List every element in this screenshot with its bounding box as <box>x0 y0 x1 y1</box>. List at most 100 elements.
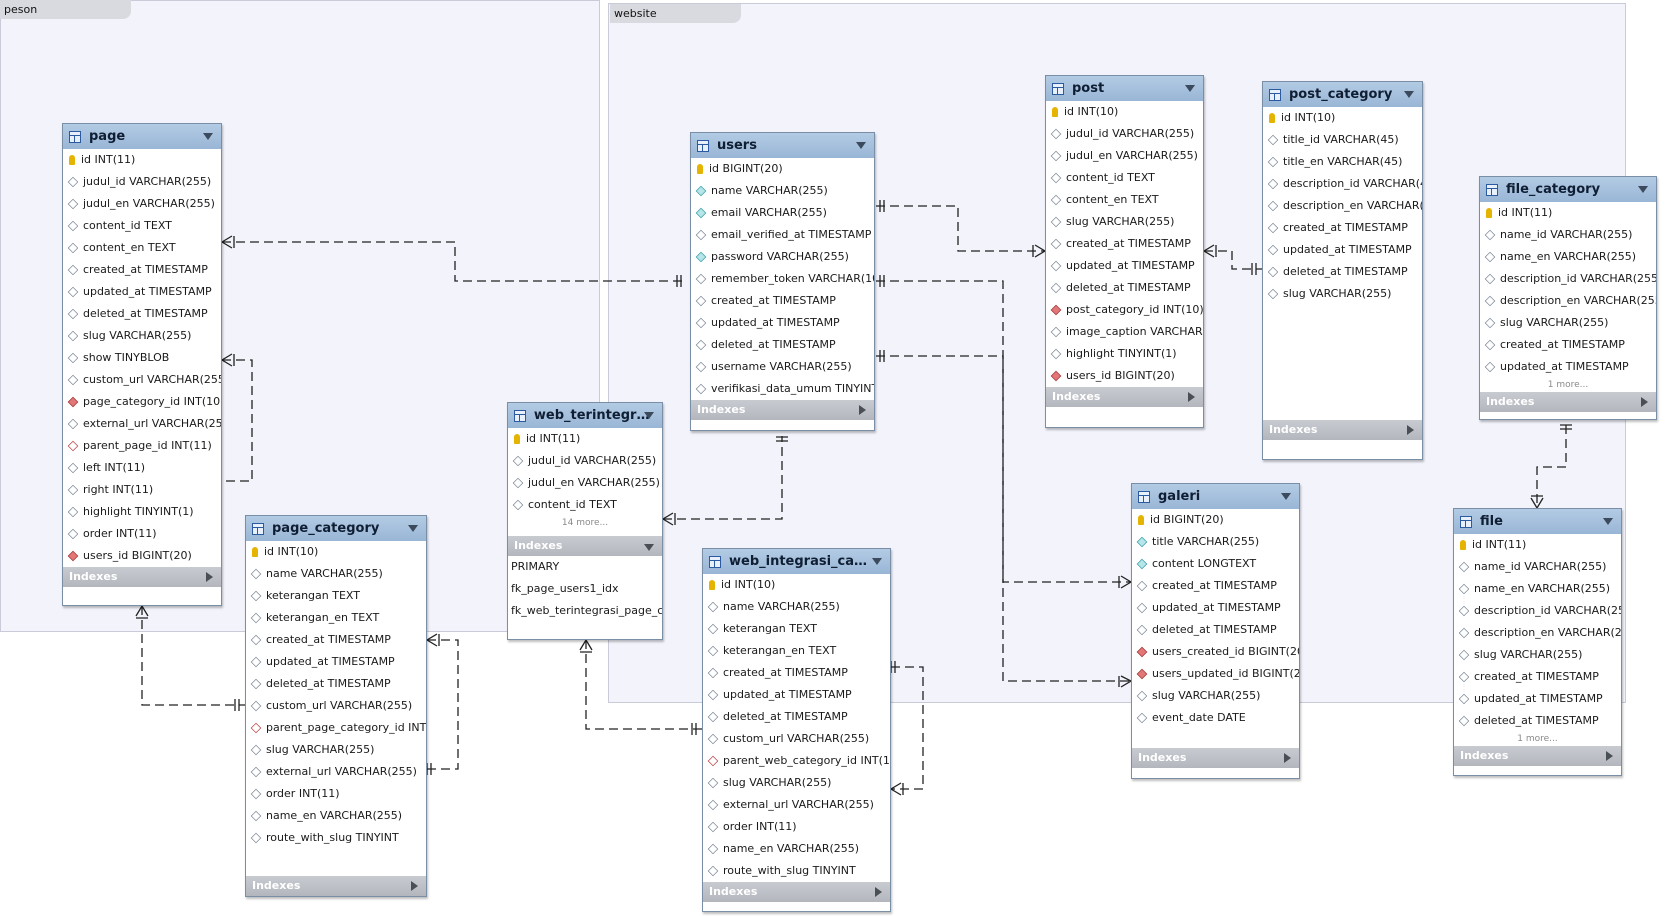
column-row[interactable]: description_en VARCHAR(... <box>1263 195 1422 217</box>
column-row[interactable]: updated_at TIMESTAMP <box>1046 255 1203 277</box>
column-row[interactable]: external_url VARCHAR(255) <box>246 761 426 783</box>
column-row[interactable]: highlight TINYINT(1) <box>1046 343 1203 365</box>
table-header[interactable]: post <box>1046 76 1203 101</box>
column-row[interactable]: slug VARCHAR(255) <box>1480 312 1656 334</box>
column-row[interactable]: custom_url VARCHAR(255) <box>703 728 890 750</box>
column-row[interactable]: highlight TINYINT(1) <box>63 501 221 523</box>
column-row[interactable]: slug VARCHAR(255) <box>246 739 426 761</box>
column-row[interactable]: order INT(11) <box>63 523 221 545</box>
column-row[interactable]: judul_en VARCHAR(255) <box>508 472 662 494</box>
column-row[interactable]: name VARCHAR(255) <box>691 180 874 202</box>
indexes-bar[interactable]: Indexes <box>703 882 890 902</box>
column-row[interactable]: content_en TEXT <box>63 237 221 259</box>
column-row[interactable]: route_with_slug TINYINT <box>246 827 426 849</box>
collapse-arrow-icon[interactable] <box>1638 186 1648 193</box>
column-row[interactable]: id INT(11) <box>1454 534 1621 556</box>
column-row[interactable]: description_id VARCHAR(45) <box>1263 173 1422 195</box>
table-users[interactable]: users id BIGINT(20)name VARCHAR(255)emai… <box>690 132 875 431</box>
column-row[interactable]: id INT(10) <box>246 541 426 563</box>
column-row[interactable]: email VARCHAR(255) <box>691 202 874 224</box>
table-header[interactable]: page_category <box>246 516 426 541</box>
column-row[interactable]: show TINYBLOB <box>63 347 221 369</box>
column-row[interactable]: username VARCHAR(255) <box>691 356 874 378</box>
column-row[interactable]: remember_token VARCHAR(100) <box>691 268 874 290</box>
column-row[interactable]: updated_at TIMESTAMP <box>63 281 221 303</box>
column-row[interactable]: created_at TIMESTAMP <box>63 259 221 281</box>
column-row[interactable]: id BIGINT(20) <box>691 158 874 180</box>
column-row[interactable]: order INT(11) <box>246 783 426 805</box>
column-row[interactable]: deleted_at TIMESTAMP <box>1454 710 1621 732</box>
column-row[interactable]: deleted_at TIMESTAMP <box>63 303 221 325</box>
expand-arrow-icon[interactable] <box>1188 392 1195 402</box>
column-row[interactable]: updated_at TIMESTAMP <box>1454 688 1621 710</box>
table-file-category[interactable]: file_category id INT(11)name_id VARCHAR(… <box>1479 176 1657 420</box>
column-row[interactable]: id INT(11) <box>1480 202 1656 224</box>
layer-peson-tab[interactable]: peson <box>0 0 131 19</box>
column-row[interactable]: post_category_id INT(10) <box>1046 299 1203 321</box>
indexes-bar[interactable]: Indexes <box>1046 387 1203 407</box>
column-row[interactable]: slug VARCHAR(255) <box>1046 211 1203 233</box>
column-row[interactable]: id INT(10) <box>1263 107 1422 129</box>
collapse-arrow-icon[interactable] <box>1185 85 1195 92</box>
column-row[interactable]: keterangan TEXT <box>703 618 890 640</box>
column-row[interactable]: name_id VARCHAR(255) <box>1480 224 1656 246</box>
column-row[interactable]: title VARCHAR(255) <box>1132 531 1299 553</box>
column-row[interactable]: created_at TIMESTAMP <box>691 290 874 312</box>
column-row[interactable]: content_id TEXT <box>508 494 662 516</box>
column-row[interactable]: verifikasi_data_umum TINYINT <box>691 378 874 400</box>
expand-arrow-icon[interactable] <box>206 572 213 582</box>
indexes-bar[interactable]: Indexes <box>246 876 426 896</box>
column-row[interactable]: created_at TIMESTAMP <box>703 662 890 684</box>
collapse-arrow-icon[interactable] <box>203 133 213 140</box>
index-item[interactable]: fk_page_users1_idx <box>511 582 619 595</box>
indexes-bar[interactable]: Indexes <box>1454 746 1621 766</box>
column-row[interactable]: image_caption VARCHAR(... <box>1046 321 1203 343</box>
column-row[interactable]: parent_web_category_id INT(10) <box>703 750 890 772</box>
column-row[interactable]: created_at TIMESTAMP <box>1263 217 1422 239</box>
column-row[interactable]: slug VARCHAR(255) <box>1454 644 1621 666</box>
column-row[interactable]: slug VARCHAR(255) <box>63 325 221 347</box>
column-row[interactable]: route_with_slug TINYINT <box>703 860 890 882</box>
table-header[interactable]: page <box>63 124 221 149</box>
column-row[interactable]: updated_at TIMESTAMP <box>1132 597 1299 619</box>
column-row[interactable]: content_id TEXT <box>63 215 221 237</box>
table-post-category[interactable]: post_category id INT(10)title_id VARCHAR… <box>1262 81 1423 460</box>
column-row[interactable]: name_en VARCHAR(255) <box>246 805 426 827</box>
column-row[interactable]: updated_at TIMESTAMP <box>246 651 426 673</box>
column-row[interactable]: judul_id VARCHAR(255) <box>1046 123 1203 145</box>
more-columns-link[interactable]: 1 more... <box>1547 380 1589 390</box>
expand-arrow-icon[interactable] <box>1407 425 1414 435</box>
column-row[interactable]: email_verified_at TIMESTAMP <box>691 224 874 246</box>
column-row[interactable]: content LONGTEXT <box>1132 553 1299 575</box>
column-row[interactable]: custom_url VARCHAR(255) <box>63 369 221 391</box>
column-row[interactable]: judul_id VARCHAR(255) <box>508 450 662 472</box>
column-row[interactable]: deleted_at TIMESTAMP <box>691 334 874 356</box>
column-row[interactable]: users_created_id BIGINT(20) <box>1132 641 1299 663</box>
column-row[interactable]: deleted_at TIMESTAMP <box>1263 261 1422 283</box>
column-row[interactable]: users_id BIGINT(20) <box>1046 365 1203 387</box>
column-row[interactable]: deleted_at TIMESTAMP <box>246 673 426 695</box>
column-row[interactable]: name_en VARCHAR(255) <box>703 838 890 860</box>
column-row[interactable]: deleted_at TIMESTAMP <box>1046 277 1203 299</box>
column-row[interactable]: external_url VARCHAR(255) <box>63 413 221 435</box>
column-row[interactable]: updated_at TIMESTAMP <box>691 312 874 334</box>
index-item[interactable]: fk_web_terintegrasi_page_c... <box>511 604 662 617</box>
column-row[interactable]: content_id TEXT <box>1046 167 1203 189</box>
indexes-bar[interactable]: Indexes <box>63 567 221 587</box>
column-row[interactable]: description_en VARCHAR(2... <box>1454 622 1621 644</box>
layer-website-tab[interactable]: website <box>610 4 741 23</box>
column-row[interactable]: right INT(11) <box>63 479 221 501</box>
column-row[interactable]: id BIGINT(20) <box>1132 509 1299 531</box>
more-columns-link[interactable]: 14 more... <box>561 518 609 528</box>
column-row[interactable]: updated_at TIMESTAMP <box>1480 356 1656 378</box>
column-row[interactable]: slug VARCHAR(255) <box>1263 283 1422 305</box>
column-row[interactable]: created_at TIMESTAMP <box>1480 334 1656 356</box>
column-row[interactable]: title_en VARCHAR(45) <box>1263 151 1422 173</box>
column-row[interactable]: slug VARCHAR(255) <box>703 772 890 794</box>
column-row[interactable]: content_en TEXT <box>1046 189 1203 211</box>
collapse-arrow-icon[interactable] <box>1603 518 1613 525</box>
collapse-arrow-icon[interactable] <box>856 142 866 149</box>
collapse-arrow-icon[interactable] <box>408 525 418 532</box>
expand-arrow-icon[interactable] <box>1284 753 1291 763</box>
column-row[interactable]: name_en VARCHAR(255) <box>1454 578 1621 600</box>
